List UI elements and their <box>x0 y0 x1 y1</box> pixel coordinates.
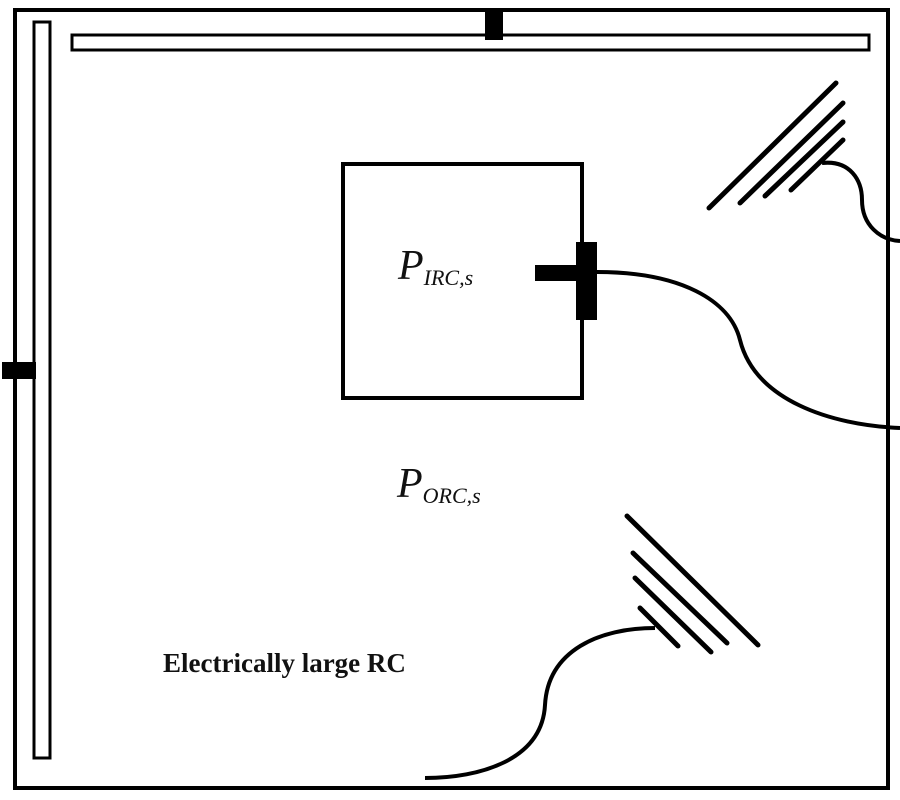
inner-power-label: PIRC,s <box>398 242 473 291</box>
outer-power-subscript: ORC,s <box>422 483 481 508</box>
inner-chamber-cable <box>596 270 900 430</box>
inner-power-symbol: P <box>398 243 424 289</box>
left-stirrer-shaft <box>2 362 36 379</box>
chamber-caption: Electrically large RC <box>163 648 406 678</box>
inner-chamber-port-stub <box>535 265 580 281</box>
inner-power-subscript: IRC,s <box>423 265 474 290</box>
top-right-antenna-icon <box>706 80 846 211</box>
outer-power-label: PORC,s <box>397 460 481 509</box>
top-stirrer-paddle <box>70 33 871 52</box>
top-right-antenna-cable <box>821 160 900 243</box>
inner-chamber-port-flange <box>576 242 597 320</box>
top-stirrer-shaft <box>485 8 503 40</box>
left-stirrer-paddle <box>32 20 52 760</box>
outer-power-symbol: P <box>397 461 423 507</box>
bottom-antenna-cable <box>424 626 656 780</box>
bottom-antenna-icon <box>624 513 761 655</box>
outer-chamber-wall <box>13 8 890 790</box>
